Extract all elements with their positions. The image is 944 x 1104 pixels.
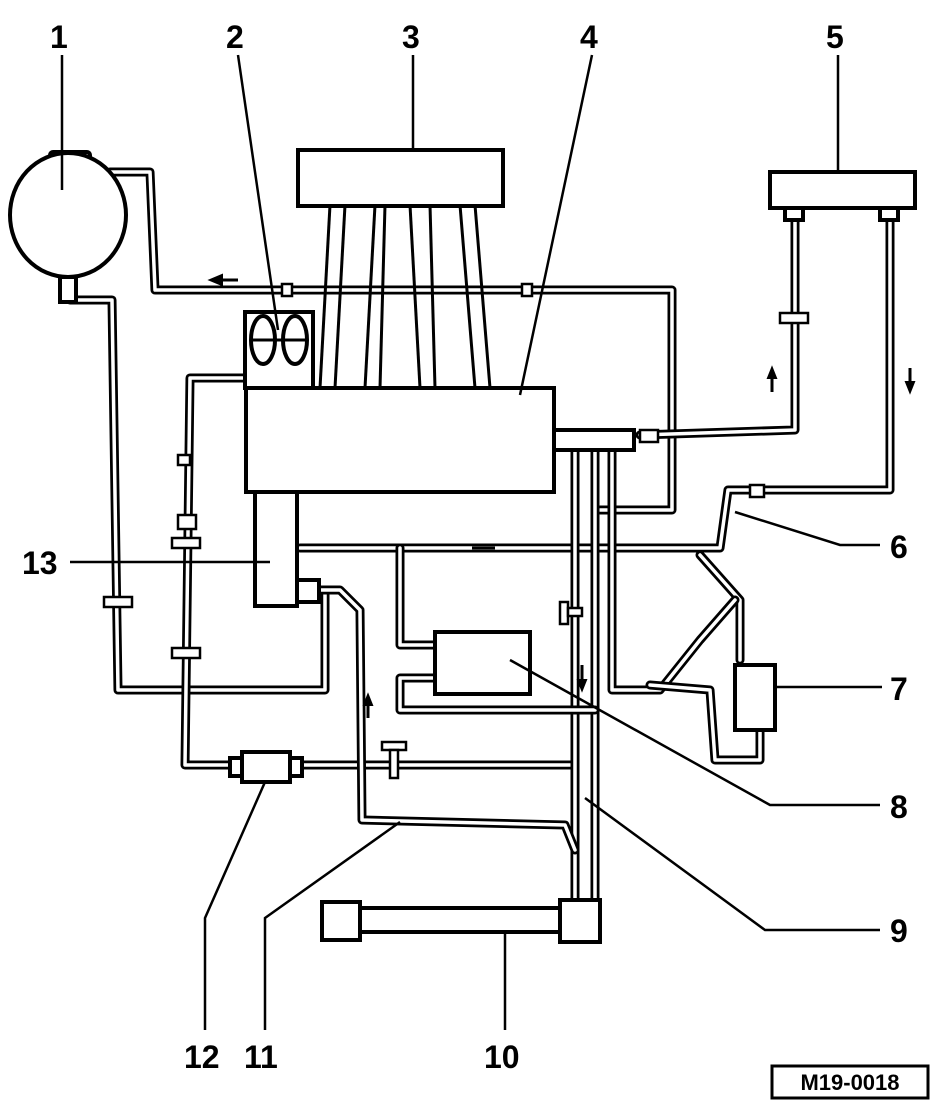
expansion-tank [8,150,128,304]
hoses [65,167,895,905]
callout-7: 7 [890,671,908,707]
callout-8: 8 [890,789,908,825]
callout-2: 2 [226,19,244,55]
arrow-left-icon [207,273,223,287]
callout-5: 5 [826,19,844,55]
callout-labels: 1 2 3 4 5 6 7 8 9 10 11 12 13 [22,19,908,1075]
radiator [768,170,917,222]
sensor-wires [318,204,492,389]
callout-13: 13 [22,545,58,581]
callout-11: 11 [244,1039,278,1075]
arrow-down-icon [904,381,916,395]
callout-9: 9 [890,913,908,949]
engine-block [244,386,636,608]
callout-4: 4 [580,19,598,55]
callout-10: 10 [484,1039,520,1075]
arrow-up-icon [766,365,778,379]
callout-1: 1 [50,19,68,55]
callout-6: 6 [890,529,908,565]
sensor-module [296,148,505,208]
hose-clamps [102,282,810,660]
leader-lines [60,54,882,1030]
callout-12: 12 [184,1039,220,1075]
t-connectors [380,600,584,780]
heater-valve [228,750,304,784]
lower-radiator [320,898,602,944]
figure-reference: M19-0018 [770,1064,930,1100]
coolant-reservoir [733,663,777,732]
flow-arrows [207,273,916,718]
figure-reference-text: M19-0018 [800,1070,899,1095]
callout-3: 3 [402,19,420,55]
heater-core-unit [243,310,315,390]
